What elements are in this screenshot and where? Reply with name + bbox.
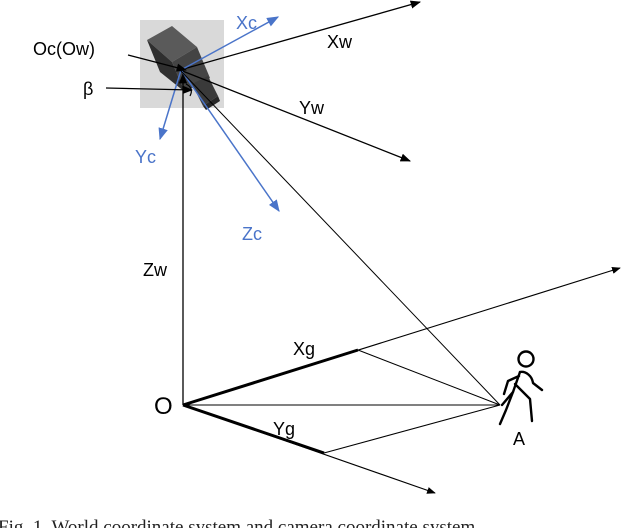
zc-axis (180, 69, 280, 212)
yc-label: Yc (135, 147, 156, 167)
xg-to-target-line (357, 349, 501, 406)
zw-label: Zw (143, 260, 168, 280)
yc-axis (158, 69, 182, 141)
xg-label: Xg (293, 339, 315, 359)
oc-ow-label: Oc(Ow) (33, 39, 95, 59)
xg-axis-segment (182, 348, 359, 407)
xc-label: Xc (236, 13, 257, 33)
camera-to-target-line (179, 69, 501, 406)
walking-person-icon (498, 350, 544, 426)
camera-icon (140, 20, 224, 110)
beta-pointer (105, 85, 194, 94)
figure-caption: Fig. 1. World coordinate system and came… (0, 517, 475, 528)
beta-angle-arc (185, 83, 192, 97)
xw-axis (179, 0, 422, 71)
oc-ow-pointer (127, 54, 188, 72)
xw-label: Xw (327, 32, 353, 52)
xc-axis (180, 16, 280, 71)
yw-label: Yw (299, 98, 325, 118)
zc-label: Zc (242, 224, 262, 244)
point-a-label: A (513, 429, 525, 449)
yg-to-target-line (323, 404, 501, 454)
origin-label: O (154, 393, 173, 420)
yg-axis-segment (182, 403, 325, 455)
yw-axis (179, 69, 411, 162)
beta-label: β (83, 79, 93, 99)
yg-label: Yg (273, 419, 295, 439)
